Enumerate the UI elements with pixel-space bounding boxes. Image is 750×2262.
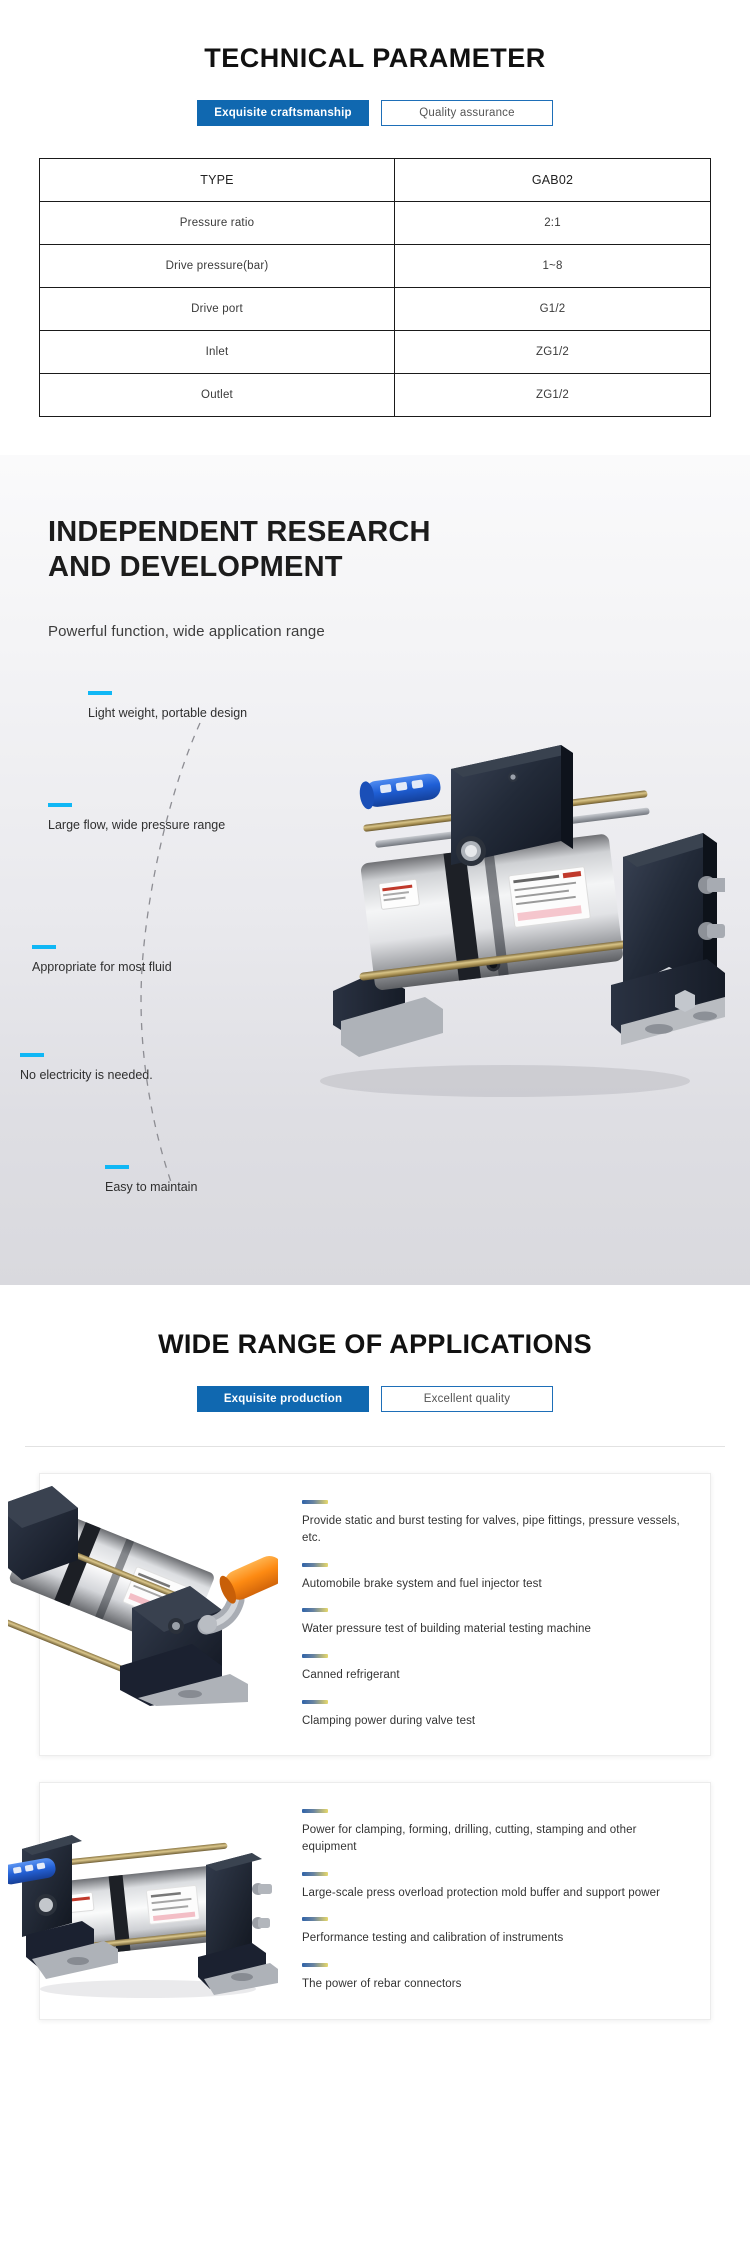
divider — [25, 1446, 725, 1448]
list-item: Performance testing and calibration of i… — [302, 1917, 684, 1947]
bar-marker-icon — [302, 1809, 328, 1814]
table-row: TYPE GAB02 — [39, 158, 711, 203]
table-row: Inlet ZG1/2 — [39, 330, 711, 375]
list-item: Automobile brake system and fuel injecto… — [302, 1562, 684, 1593]
spec-key: Drive port — [39, 287, 395, 332]
list-item: Canned refrigerant — [302, 1654, 684, 1684]
list-item-label: Clamping power during valve test — [302, 1714, 476, 1727]
list-item-label: Canned refrigerant — [302, 1669, 400, 1682]
table-row: Drive port G1/2 — [39, 287, 711, 332]
feature-item-1: Light weight, portable design — [88, 691, 308, 723]
list-item: Large-scale press overload protection mo… — [302, 1871, 684, 1902]
application-card-2: Power for clamping, forming, drilling, c… — [8, 1782, 711, 2020]
bar-marker-icon — [302, 1500, 328, 1505]
dash-marker-icon — [32, 945, 56, 950]
spec-key: Outlet — [39, 373, 395, 418]
spec-key: TYPE — [39, 158, 395, 203]
rd-heading-line2: AND DEVELOPMENT — [48, 550, 343, 583]
rd-subtitle: Powerful function, wide application rang… — [48, 623, 325, 641]
rd-heading: INDEPENDENT RESEARCH AND DEVELOPMENT — [48, 515, 431, 583]
spec-value: G1/2 — [394, 287, 711, 332]
product-image-hero — [320, 745, 725, 1098]
feature-item-3: Appropriate for most fluid — [32, 945, 262, 977]
list-item: The power of rebar connectors — [302, 1963, 684, 1993]
list-item: Power for clamping, forming, drilling, c… — [302, 1809, 684, 1855]
spec-key: Inlet — [39, 330, 395, 375]
feature-item-2: Large flow, wide pressure range — [48, 803, 248, 835]
independent-research-section: INDEPENDENT RESEARCH AND DEVELOPMENT Pow… — [0, 455, 750, 1286]
feature-label: Easy to maintain — [105, 1180, 198, 1195]
list-item: Provide static and burst testing for val… — [302, 1500, 684, 1546]
application-pill-row: Exquisite production Excellent quality — [0, 1386, 750, 1413]
feature-label: Large flow, wide pressure range — [48, 818, 226, 833]
spec-pill-row: Exquisite craftsmanship Quality assuranc… — [0, 100, 750, 127]
application-card-1: Provide static and burst testing for val… — [8, 1473, 711, 1757]
feature-label: No electricity is needed. — [20, 1068, 153, 1083]
spec-table: TYPE GAB02 Pressure ratio 2:1 Drive pres… — [39, 158, 711, 418]
product-thumbnail-1 — [8, 1486, 278, 1707]
rd-heading-line1: INDEPENDENT RESEARCH — [48, 516, 431, 549]
table-row: Drive pressure(bar) 1~8 — [39, 244, 711, 289]
pill-exquisite-craftsmanship[interactable]: Exquisite craftsmanship — [197, 100, 369, 127]
pill-exquisite-production[interactable]: Exquisite production — [197, 1386, 369, 1413]
list-item-label: Provide static and burst testing for val… — [302, 1515, 680, 1545]
application-list-2: Power for clamping, forming, drilling, c… — [302, 1783, 710, 2018]
dash-marker-icon — [48, 803, 72, 808]
page-title: TECHNICAL PARAMETER — [204, 43, 546, 73]
bar-marker-icon — [302, 1562, 328, 1567]
product-thumbnail-2 — [8, 1835, 278, 1999]
bar-marker-icon — [302, 1608, 328, 1613]
feature-label: Light weight, portable design — [88, 706, 248, 721]
applications-title: WIDE RANGE OF APPLICATIONS — [158, 1329, 592, 1360]
spec-value: ZG1/2 — [394, 330, 711, 375]
list-item: Clamping power during valve test — [302, 1699, 684, 1730]
application-list-1: Provide static and burst testing for val… — [302, 1474, 710, 1755]
list-item-label: Automobile brake system and fuel injecto… — [302, 1577, 542, 1590]
spec-value: 2:1 — [394, 201, 711, 246]
bar-marker-icon — [302, 1917, 328, 1922]
table-row: Pressure ratio 2:1 — [39, 201, 711, 246]
bar-marker-icon — [302, 1699, 328, 1704]
list-item-label: Large-scale press overload protection mo… — [302, 1886, 661, 1899]
table-row: Outlet ZG1/2 — [39, 373, 711, 418]
feature-item-4: No electricity is needed. — [20, 1053, 250, 1085]
dash-marker-icon — [105, 1165, 129, 1170]
dash-marker-icon — [20, 1053, 44, 1058]
pill-excellent-quality[interactable]: Excellent quality — [381, 1386, 553, 1413]
spec-key: Drive pressure(bar) — [39, 244, 395, 289]
spec-key: Pressure ratio — [39, 201, 395, 246]
spec-value: GAB02 — [394, 158, 711, 203]
bar-marker-icon — [302, 1654, 328, 1659]
spec-value: ZG1/2 — [394, 373, 711, 418]
feature-item-5: Easy to maintain — [105, 1165, 305, 1197]
technical-parameter-section: TECHNICAL PARAMETER Exquisite craftsmans… — [0, 0, 750, 456]
list-item-label: Power for clamping, forming, drilling, c… — [302, 1824, 637, 1854]
bar-marker-icon — [302, 1871, 328, 1876]
feature-label: Appropriate for most fluid — [32, 960, 172, 975]
list-item-label: Performance testing and calibration of i… — [302, 1932, 564, 1945]
spec-value: 1~8 — [394, 244, 711, 289]
product-detail-page: TECHNICAL PARAMETER Exquisite craftsmans… — [0, 0, 750, 2060]
dash-marker-icon — [88, 691, 112, 696]
list-item-label: The power of rebar connectors — [302, 1978, 462, 1991]
applications-section: WIDE RANGE OF APPLICATIONS Exquisite pro… — [0, 1285, 750, 2060]
list-item-label: Water pressure test of building material… — [302, 1623, 591, 1636]
pill-quality-assurance[interactable]: Quality assurance — [381, 100, 553, 127]
list-item: Water pressure test of building material… — [302, 1608, 684, 1638]
bar-marker-icon — [302, 1963, 328, 1968]
